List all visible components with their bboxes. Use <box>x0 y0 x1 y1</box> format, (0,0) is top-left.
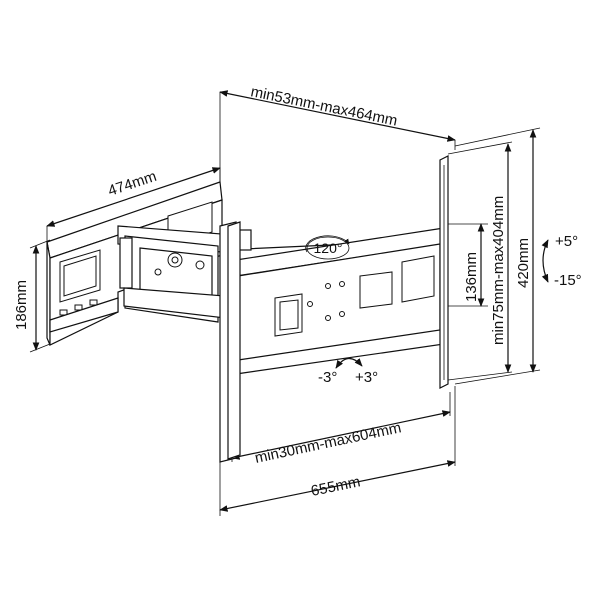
swivel-indicator: 120° <box>305 235 350 260</box>
tv-plate <box>235 227 445 375</box>
tilt-down-label: -15° <box>554 272 582 289</box>
level-minus-label: -3° <box>318 369 337 386</box>
wall-plate-width-label: 474mm <box>106 168 159 200</box>
wall-plate-height-label: 186mm <box>13 280 30 330</box>
tv-plate-height-label: 420mm <box>515 238 532 288</box>
level-plus-label: +3° <box>355 369 378 386</box>
tilt-up-label: +5° <box>555 233 578 250</box>
inner-height-label: 136mm <box>463 252 480 302</box>
arm-extension-label: min53mm-max464mm <box>249 83 399 129</box>
arm-extension-dimension: min53mm-max464mm <box>219 83 456 190</box>
vertical-bar-right <box>439 155 449 389</box>
tilt-indicator: +5° -15° <box>541 233 582 289</box>
vesa-horizontal-dimension: min30mm-max604mm <box>231 392 451 467</box>
vertical-bar-left <box>227 221 241 460</box>
level-indicator: -3° +3° <box>318 357 378 386</box>
inner-height-dimension: 136mm <box>448 223 488 307</box>
vesa-vertical-label: min75mm-max404mm <box>490 196 507 345</box>
vesa-horizontal-label: min30mm-max604mm <box>253 419 402 467</box>
tv-plate-width-label: 655mm <box>309 473 361 500</box>
tv-plate-height-dimension: 420mm <box>454 127 541 385</box>
wall-plate-height-dimension: 186mm <box>13 239 51 353</box>
swivel-label: 120° <box>314 240 343 256</box>
vesa-vertical-dimension: min75mm-max404mm <box>447 141 513 381</box>
